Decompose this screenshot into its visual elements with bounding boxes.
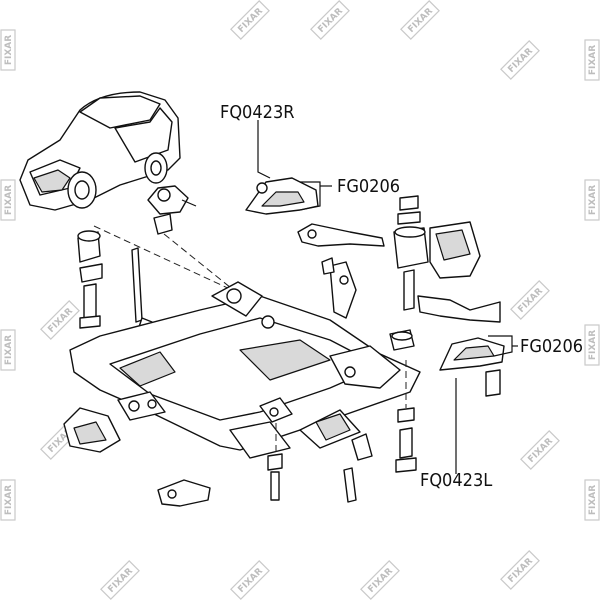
watermark-logo: FIXAR (4, 485, 14, 515)
left-mount-bushing-stack (77, 225, 233, 329)
watermark-logo: FIXAR (4, 335, 14, 365)
right-engine-mount-stack (393, 195, 501, 323)
label-fq0423l: FQ0423L (420, 470, 492, 491)
leader-lines (257, 120, 518, 474)
center-lower-bolt (267, 420, 283, 501)
control-arm-left (439, 337, 505, 397)
watermark-logo: FIXAR (588, 330, 598, 360)
upper-engine-mount (147, 185, 237, 293)
lower-left-heat-shield (63, 407, 121, 453)
right-lower-bolt-stack (395, 360, 417, 473)
center-link-bracket (321, 257, 357, 319)
watermark-logo: FIXAR (4, 185, 14, 215)
lower-mount-bracket (157, 479, 211, 507)
control-arm-right (245, 177, 319, 215)
label-fq0423r: FQ0423R (220, 102, 295, 123)
watermark-logo: FIXAR (588, 185, 598, 215)
watermark-logo: FIXAR (588, 45, 598, 75)
torque-rod-bracket (297, 223, 385, 247)
car-illustration (19, 91, 181, 211)
label-fg0206-top: FG0206 (337, 176, 400, 197)
watermark-logo: FIXAR (4, 35, 14, 65)
label-fg0206-side: FG0206 (520, 336, 583, 357)
left-stabilizer-link (131, 247, 153, 335)
watermark-logo: FIXAR (588, 485, 598, 515)
right-lower-link (343, 433, 373, 503)
front-subframe (69, 281, 421, 459)
right-side-bushing (389, 329, 415, 351)
